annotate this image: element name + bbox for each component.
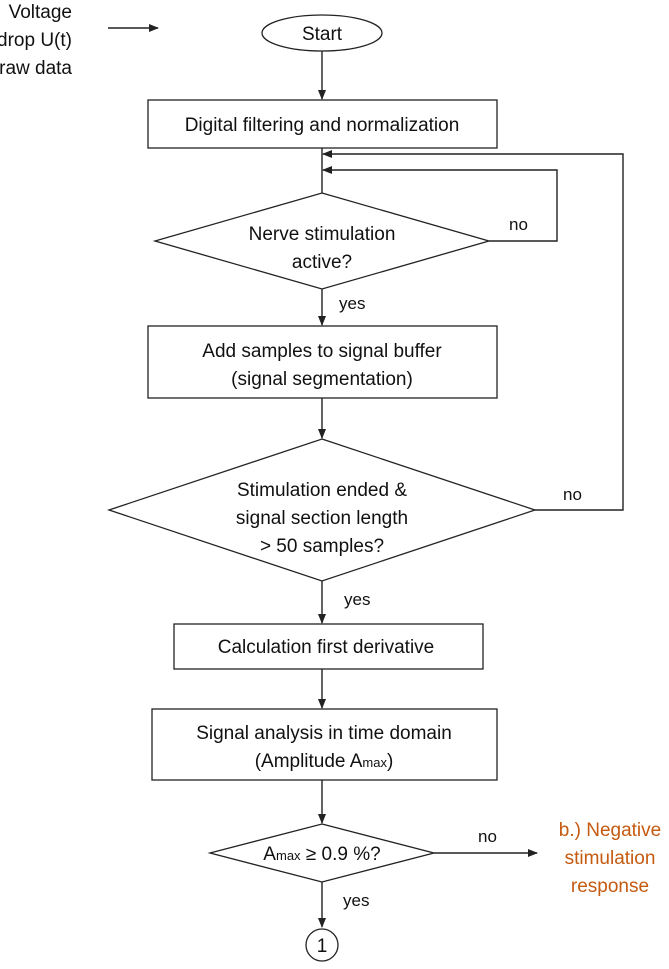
label-no-stimulation: no bbox=[509, 215, 528, 234]
process-add-samples-line-1: Add samples to signal buffer bbox=[202, 341, 442, 362]
label-yes-amax: yes bbox=[343, 891, 369, 910]
input-label: Voltage drop U(t) raw data bbox=[0, 2, 72, 79]
process-filtering-label: Digital filtering and normalization bbox=[185, 115, 460, 136]
start-label: Start bbox=[302, 24, 343, 45]
process-analysis-line-2: (Amplitude Amax) bbox=[255, 751, 394, 772]
input-label-line-2: drop U(t) bbox=[0, 30, 72, 51]
label-yes-ended: yes bbox=[344, 590, 370, 609]
negative-response-line-3: response bbox=[571, 876, 649, 897]
decision-amax-label: Amax ≥ 0.9 %? bbox=[263, 844, 380, 865]
connector-label: 1 bbox=[317, 936, 328, 957]
input-label-line-1: Voltage bbox=[9, 2, 72, 23]
process-add-samples-line-2: (signal segmentation) bbox=[231, 369, 413, 390]
analysis-amplitude-sub: max bbox=[362, 755, 387, 770]
label-yes-stimulation: yes bbox=[339, 294, 365, 313]
process-filtering bbox=[147, 99, 498, 149]
decision-ended-line-1: Stimulation ended & bbox=[237, 480, 407, 501]
process-derivative bbox=[173, 623, 484, 670]
decision-stimulation-line-2: active? bbox=[292, 252, 352, 273]
amax-prefix: A bbox=[263, 844, 276, 865]
analysis-amplitude-prefix: (Amplitude A bbox=[255, 751, 363, 772]
loop-stimulation-no bbox=[322, 166, 558, 242]
loop-ended-no bbox=[322, 150, 624, 511]
input-label-line-3: raw data bbox=[0, 58, 72, 79]
process-analysis-line-1: Signal analysis in time domain bbox=[196, 723, 452, 744]
negative-response-outcome: b.) Negative stimulation response bbox=[559, 820, 661, 897]
amax-suffix: ≥ 0.9 %? bbox=[301, 844, 381, 865]
negative-response-line-1: b.) Negative bbox=[559, 820, 661, 841]
label-no-amax: no bbox=[478, 827, 497, 846]
process-signal-analysis bbox=[151, 708, 498, 781]
decision-stimulation-line-1: Nerve stimulation bbox=[249, 224, 396, 245]
decision-ended-line-2: signal section length bbox=[236, 508, 408, 529]
negative-response-line-2: stimulation bbox=[565, 848, 656, 869]
amax-sub: max bbox=[276, 848, 301, 863]
decision-ended-line-3: > 50 samples? bbox=[260, 536, 384, 557]
analysis-amplitude-suffix: ) bbox=[387, 751, 393, 772]
process-derivative-label: Calculation first derivative bbox=[218, 637, 434, 658]
connector-circle bbox=[305, 928, 339, 962]
label-no-ended: no bbox=[563, 485, 582, 504]
process-add-samples bbox=[147, 325, 498, 399]
